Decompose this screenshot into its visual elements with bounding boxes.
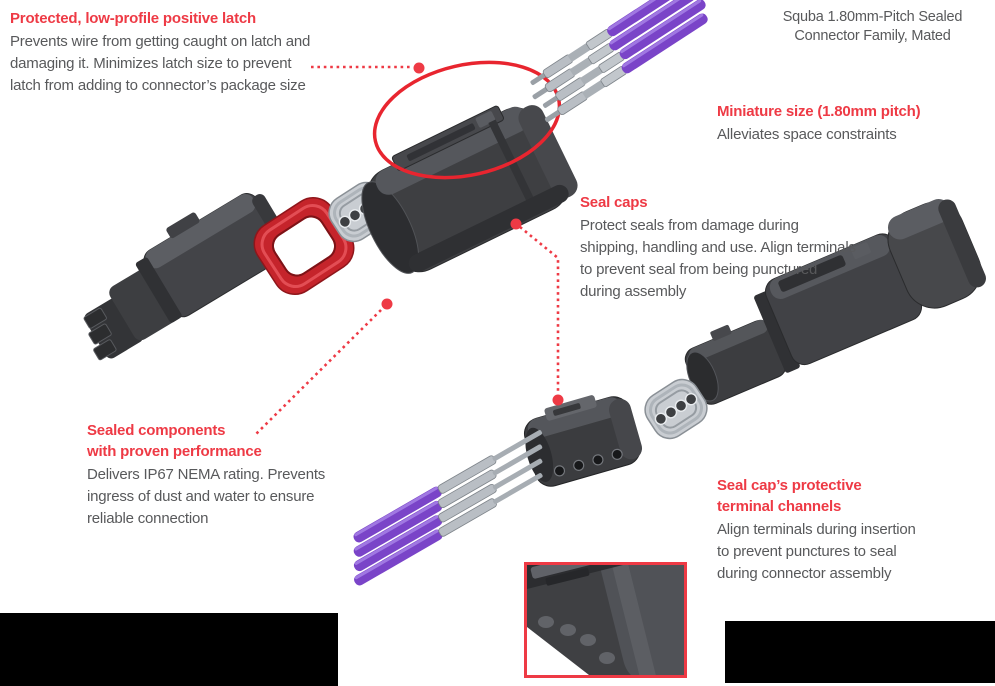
seal-cap-front xyxy=(321,174,399,250)
inset-photo xyxy=(524,562,687,678)
interface-seal-ring xyxy=(253,197,355,295)
callout-miniature-heading: Miniature size (1.80mm pitch) xyxy=(717,103,921,120)
small-receptacle xyxy=(523,395,643,487)
callout-latch: Protected, low-profile positive latch Pr… xyxy=(10,8,345,97)
callout-latch-heading: Protected, low-profile positive latch xyxy=(10,10,256,27)
inset-photo-art xyxy=(527,565,684,675)
leader-line-seal-caps xyxy=(519,225,560,392)
leader-dot-seal-caps-lower xyxy=(552,394,564,406)
leader-line-sealed-components xyxy=(253,309,382,437)
callout-latch-body: Prevents wire from getting caught on lat… xyxy=(10,33,311,94)
wire-bundle-top xyxy=(530,0,708,123)
leader-dot-seal-caps-upper xyxy=(510,218,522,230)
callout-sealed-components: Sealed components with proven performanc… xyxy=(87,420,342,530)
latch-highlight-ellipse xyxy=(372,60,562,180)
leader-dot-latch xyxy=(413,62,425,74)
receptacle-housing xyxy=(361,105,578,274)
callout-terminal-channels: Seal cap’s protective terminal channels … xyxy=(717,475,982,585)
callout-miniature: Miniature size (1.80mm pitch) Alleviates… xyxy=(717,101,992,146)
callout-miniature-body: Alleviates space constraints xyxy=(717,126,897,143)
callout-seal-caps: Seal caps Protect seals from damage duri… xyxy=(580,192,885,303)
callout-terminal-channels-body: Align terminals during insertion to prev… xyxy=(717,521,916,582)
callout-seal-caps-heading: Seal caps xyxy=(580,194,648,211)
leader-dot-sealed-components xyxy=(381,298,393,310)
redaction-box-left xyxy=(0,613,338,686)
callout-seal-caps-body: Protect seals from damage during shippin… xyxy=(580,217,856,300)
product-title: Squba 1.80mm-Pitch Sealed Connector Fami… xyxy=(782,9,963,44)
callout-sealed-components-body: Delivers IP67 NEMA rating. Prevents ingr… xyxy=(87,466,326,527)
callout-terminal-channels-heading: Seal cap’s protective terminal channels xyxy=(717,477,862,515)
redaction-box-right xyxy=(725,621,995,683)
plug-connector xyxy=(83,193,292,361)
callout-sealed-components-heading: Sealed components with proven performanc… xyxy=(87,422,262,460)
seal-cap-rear xyxy=(637,371,715,447)
